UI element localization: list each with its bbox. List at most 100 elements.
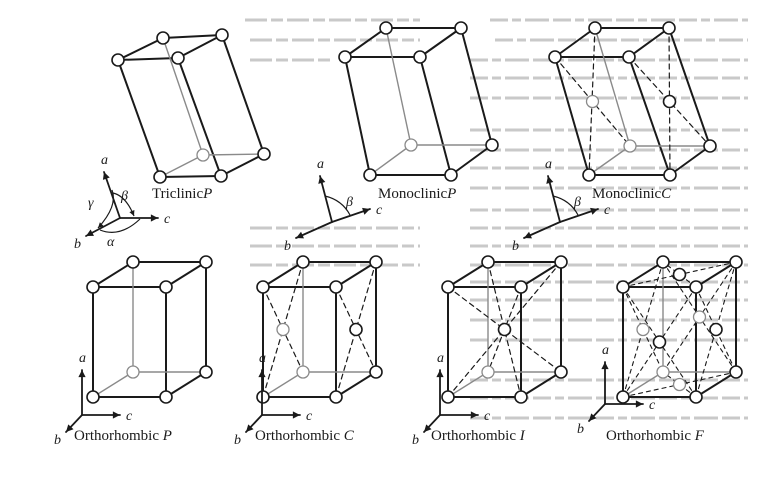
corner-point bbox=[379, 21, 393, 35]
hidden-corner-point bbox=[623, 139, 637, 153]
cell-edge bbox=[628, 27, 670, 58]
axis-label-a: a bbox=[437, 351, 444, 366]
corner-point bbox=[514, 390, 528, 404]
unit-cell-orthorhombic-i bbox=[441, 255, 568, 404]
corner-point bbox=[622, 50, 636, 64]
face-center-point bbox=[662, 94, 677, 109]
unit-cell-orthorhombic-c bbox=[256, 255, 383, 404]
arrow-head bbox=[102, 172, 110, 180]
corner-point bbox=[485, 138, 499, 152]
cell-edge bbox=[669, 145, 711, 176]
face-diagonal bbox=[662, 261, 697, 288]
cell-edge bbox=[344, 56, 371, 176]
corner-point bbox=[588, 21, 602, 35]
axis-label-a: a bbox=[79, 351, 86, 366]
unit-cell-orthorhombic-p bbox=[86, 255, 213, 404]
corner-point bbox=[199, 255, 213, 269]
hidden-corner-point bbox=[296, 365, 310, 379]
axis-label-b: b bbox=[512, 239, 519, 254]
arrow-head bbox=[362, 207, 370, 215]
arrow-head bbox=[296, 231, 304, 239]
label-orthorhombic-c: Orthorhombic C bbox=[255, 428, 355, 444]
axis-label-b: b bbox=[412, 433, 419, 448]
corner-point bbox=[369, 365, 383, 379]
cell-edge bbox=[344, 27, 387, 58]
cell-edge bbox=[554, 27, 596, 58]
cell-edge bbox=[177, 34, 223, 59]
hidden-edge bbox=[162, 37, 204, 156]
cell-edge bbox=[92, 261, 134, 288]
corner-point bbox=[454, 21, 468, 35]
arrow-head bbox=[66, 424, 74, 432]
cell-edge bbox=[668, 27, 711, 147]
corner-point bbox=[616, 280, 630, 294]
arrow-head bbox=[292, 411, 300, 419]
body-center-point bbox=[497, 322, 512, 337]
face-diagonal bbox=[262, 261, 304, 398]
corner-point bbox=[413, 50, 427, 64]
hidden-edge bbox=[92, 371, 134, 398]
cell-edge bbox=[117, 57, 179, 61]
axis-label-c: c bbox=[604, 203, 611, 218]
cell-edge bbox=[419, 27, 462, 58]
hidden-edge bbox=[594, 27, 631, 147]
hidden-corner-point bbox=[404, 138, 418, 152]
corner-point bbox=[729, 255, 743, 269]
cell-edge bbox=[165, 261, 207, 288]
label-monoclinic-c: MonoclinicC bbox=[592, 186, 672, 202]
cell-edge bbox=[335, 261, 377, 288]
corner-point bbox=[214, 169, 228, 183]
corner-point bbox=[656, 255, 670, 269]
arrow-head bbox=[78, 370, 86, 378]
face-diagonal bbox=[662, 371, 697, 398]
hidden-corner-point bbox=[656, 365, 670, 379]
corner-point bbox=[554, 365, 568, 379]
corner-point bbox=[514, 280, 528, 294]
unit-cell-monoclinic-c bbox=[548, 21, 717, 182]
corner-point bbox=[663, 168, 677, 182]
cell-edge bbox=[628, 56, 671, 176]
face-center-point bbox=[672, 377, 687, 392]
a-axis bbox=[547, 175, 561, 223]
arrow-head bbox=[524, 231, 532, 239]
corner-point bbox=[582, 168, 596, 182]
corner-point bbox=[548, 50, 562, 64]
corner-point bbox=[111, 53, 125, 67]
gamma-label: γ bbox=[88, 196, 94, 211]
arrow-head bbox=[150, 214, 158, 222]
corner-point bbox=[616, 390, 630, 404]
corner-point bbox=[329, 390, 343, 404]
axis-label-a: a bbox=[317, 157, 324, 172]
hidden-edge bbox=[385, 27, 412, 146]
cell-edge bbox=[520, 261, 562, 288]
axis-label-c: c bbox=[484, 409, 491, 424]
cell-edge bbox=[450, 144, 493, 176]
axis-label-a: a bbox=[602, 343, 609, 358]
corner-point bbox=[156, 31, 170, 45]
arrow-head bbox=[129, 210, 135, 216]
face-diagonal bbox=[335, 261, 377, 398]
axis-label-c: c bbox=[306, 409, 313, 424]
axes-orthorhombic-f: a b c bbox=[577, 343, 656, 437]
a-axis bbox=[103, 171, 121, 219]
alpha-arc bbox=[99, 218, 141, 233]
arrow-head bbox=[424, 424, 432, 432]
axis-label-b: b bbox=[577, 422, 584, 437]
axis-label-a: a bbox=[259, 351, 266, 366]
body-diagonal bbox=[447, 286, 562, 373]
cell-edge bbox=[419, 56, 452, 176]
face-diagonal bbox=[622, 286, 664, 373]
hidden-edge bbox=[159, 154, 204, 178]
face-diagonal bbox=[695, 261, 737, 398]
axis-label-a: a bbox=[545, 157, 552, 172]
axis-label-c: c bbox=[649, 398, 656, 413]
cell-edge bbox=[695, 371, 737, 398]
hidden-edge bbox=[262, 371, 304, 398]
corner-point bbox=[338, 50, 352, 64]
corner-point bbox=[86, 390, 100, 404]
arrow-head bbox=[86, 229, 94, 236]
face-diagonal bbox=[628, 56, 711, 147]
